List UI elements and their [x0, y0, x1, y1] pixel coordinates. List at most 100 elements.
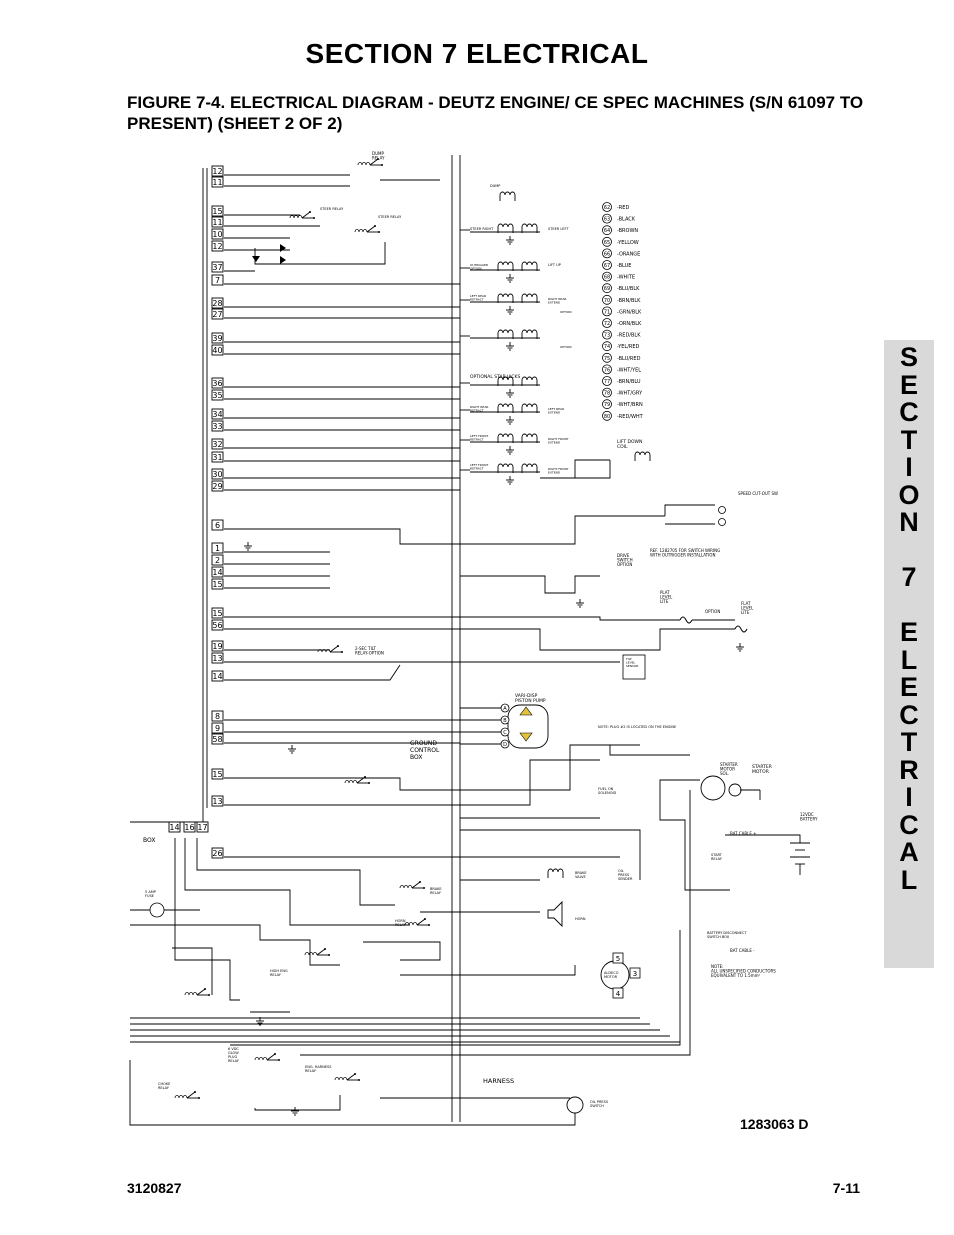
relay-contact: [278, 1059, 280, 1061]
connector-pin: 6: [211, 519, 224, 531]
relay-contact: [341, 651, 343, 653]
legend-color: -RED: [617, 205, 629, 211]
starter-motor: [728, 783, 742, 797]
coil-loop: [526, 261, 533, 266]
option-mid-label: OPTION: [705, 609, 720, 614]
connector-pin: 7: [211, 274, 224, 286]
coil-loop: [634, 451, 641, 456]
connector-pin-number: 12: [212, 242, 222, 251]
wire: [460, 575, 600, 594]
wire: [356, 776, 366, 784]
connector-pin-number: 17: [197, 823, 207, 832]
legend-number: 74: [604, 344, 610, 350]
relay-coil-loop: [312, 952, 318, 956]
coil-loop: [497, 261, 504, 266]
coil-symbol: [521, 261, 538, 271]
connector-pin-number: 11: [212, 178, 222, 187]
connector-pin-box: [211, 420, 224, 432]
relay-contact: [274, 1053, 276, 1055]
connector-pin-box: [211, 670, 224, 682]
pump-arrow-down: [519, 732, 533, 742]
coil-symbol: [521, 433, 538, 443]
wire: [301, 211, 311, 219]
coil-symbol: [497, 376, 514, 386]
connector-pin-box: [211, 438, 224, 450]
wire: [330, 515, 665, 545]
diode-symbol: [280, 244, 286, 252]
legend-circle: [602, 376, 612, 386]
coil-loop: [644, 451, 651, 456]
connector-pin-number: 14: [212, 672, 222, 681]
fuse-symbol: [149, 902, 165, 918]
coil-loop: [507, 223, 514, 228]
relay-coil-loop: [325, 649, 331, 653]
coil-symbol: [521, 403, 538, 413]
legend-color: -BLACK: [617, 217, 636, 223]
relay-contact: [354, 1073, 356, 1075]
connector-pin-box: [196, 821, 209, 833]
legend-circle: [602, 410, 612, 421]
pump-symbol: [507, 704, 549, 749]
lift-down-coil: [634, 451, 651, 461]
connector-pin-box: [211, 652, 224, 664]
connector-pin: 28: [211, 297, 224, 309]
side-tab-letter: N: [899, 507, 919, 537]
connector-pin-number: 1: [215, 544, 220, 553]
dump-relay: [357, 158, 383, 166]
wire: [575, 460, 611, 479]
ground-symbol: [291, 1107, 299, 1116]
steer-relay-label: STEER RELAY: [320, 207, 344, 211]
relay-contact: [324, 948, 326, 950]
coil-loop: [552, 868, 559, 873]
relay-contact: [377, 158, 379, 160]
fuel-relay: [344, 776, 370, 784]
connector-pin-number: 28: [212, 299, 222, 308]
connector-pin-number: 15: [212, 580, 222, 589]
oil-press-switch: [566, 1096, 584, 1114]
coil-loop: [507, 433, 514, 438]
optional-stab-jacks-label: OPTIONAL STAB.JACKS: [470, 374, 520, 380]
legend-circle: [602, 283, 612, 294]
components-group: 1211151110123772827394036353433323130296…: [149, 158, 748, 1116]
connector-pin-number: 12: [212, 167, 222, 176]
wire: [329, 645, 339, 653]
relay-contact: [313, 217, 315, 219]
coil-loop: [502, 223, 509, 228]
wire: [609, 745, 640, 756]
connector-pin-number: 35: [212, 391, 222, 400]
option-label-2: OPTION: [560, 345, 572, 349]
coil-symbol: [497, 261, 514, 271]
relay-contact: [374, 225, 376, 227]
ground-symbol: [736, 643, 744, 652]
coil-symbol: [497, 433, 514, 443]
figure-title: FIGURE 7-4. ELECTRICAL DIAGRAM - DEUTZ E…: [127, 93, 864, 133]
harness-label: HARNESS: [483, 1077, 514, 1085]
ground-symbol: [576, 599, 584, 608]
wire: [659, 779, 730, 891]
low-relay: [184, 988, 210, 996]
wire: [266, 1053, 276, 1061]
wire: [540, 459, 610, 479]
steer-relay-1: [289, 211, 315, 219]
relay-coil-loop: [403, 885, 409, 889]
connector-pin-box: [211, 710, 224, 722]
switch-symbol: [718, 518, 726, 526]
coil-loop: [504, 191, 511, 196]
relay-coil-loop: [317, 649, 323, 653]
eng-harness-relay: [334, 1073, 360, 1081]
wire: [366, 225, 376, 233]
legend-circle: [602, 341, 612, 352]
wire: [184, 838, 410, 926]
connector-pin: 10: [211, 228, 224, 240]
relay-contact: [358, 1079, 360, 1081]
wire: [360, 664, 401, 681]
